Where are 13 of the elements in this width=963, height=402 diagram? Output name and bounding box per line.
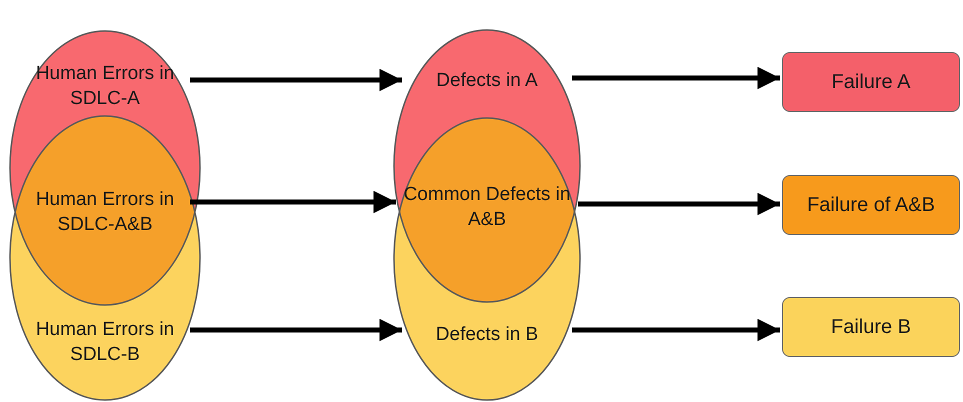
region-label: Defects in B [404, 322, 570, 347]
arrow [190, 190, 396, 214]
region-label: Defects in A [404, 68, 570, 93]
arrow [190, 68, 402, 92]
arrow [578, 192, 780, 216]
arrow [190, 318, 402, 342]
arrow [572, 318, 780, 342]
failure-box: Failure B [782, 297, 960, 357]
arrow [572, 66, 780, 90]
failure-box: Failure of A&B [782, 175, 960, 235]
failure-box: Failure A [782, 52, 960, 112]
region-label: Human Errors in SDLC-B [22, 317, 188, 367]
region-label: Human Errors in SDLC-A [22, 61, 188, 111]
